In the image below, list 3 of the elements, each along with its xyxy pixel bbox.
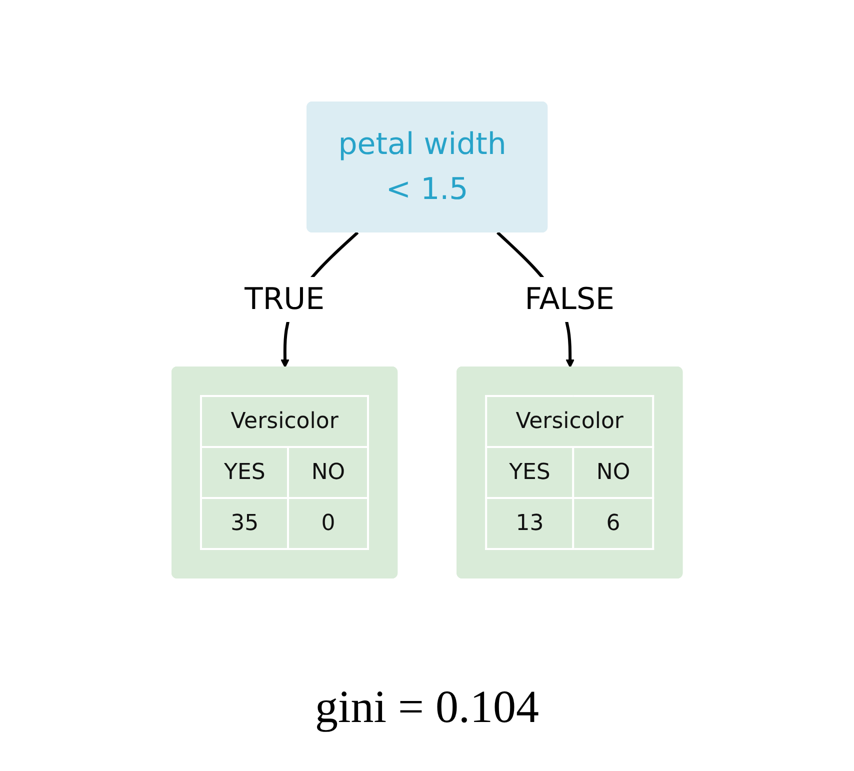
edge-label: TRUE [244, 282, 324, 317]
edge-label: FALSE [524, 282, 614, 317]
caption: gini = 0.104 [314, 680, 540, 733]
